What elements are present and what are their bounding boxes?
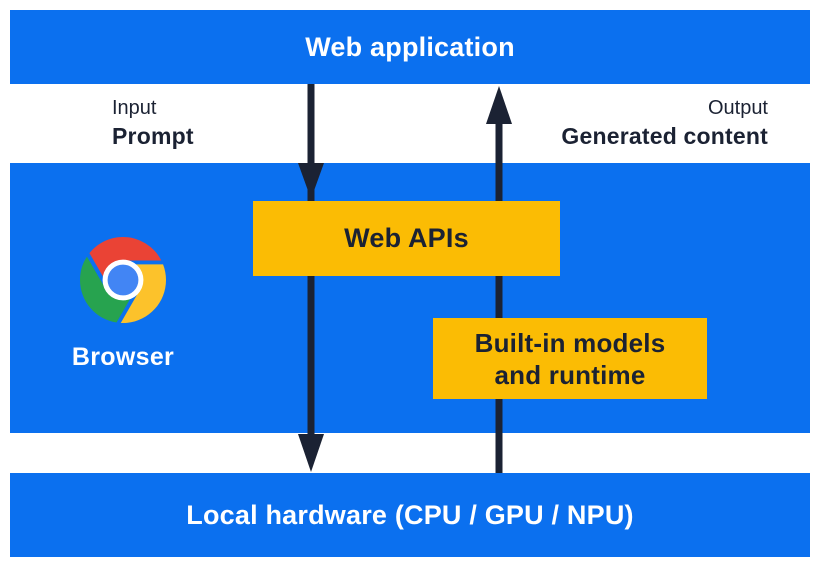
local-hardware-bar: Local hardware (CPU / GPU / NPU) (10, 473, 810, 557)
web-apis-box: Web APIs (253, 201, 560, 276)
output-title: Output (707, 97, 768, 119)
builtin-models-label-line2: and runtime (494, 359, 646, 390)
web-apis-label: Web APIs (344, 223, 469, 253)
web-application-label: Web application (305, 31, 515, 62)
chrome-icon (80, 237, 166, 323)
browser-label: Browser (71, 343, 175, 371)
builtin-models-box: Built-in models and runtime (433, 318, 707, 399)
builtin-models-label-line1: Built-in models (474, 327, 666, 358)
output-value: Generated content (561, 123, 768, 149)
input-value: Prompt (112, 123, 194, 149)
input-label-group: Input Prompt (112, 96, 194, 150)
browser-badge: Browser (56, 237, 190, 372)
local-hardware-label: Local hardware (CPU / GPU / NPU) (186, 499, 634, 530)
input-title: Input (112, 97, 157, 119)
web-application-bar: Web application (10, 10, 810, 84)
output-label-group: Output Generated content (561, 96, 768, 150)
